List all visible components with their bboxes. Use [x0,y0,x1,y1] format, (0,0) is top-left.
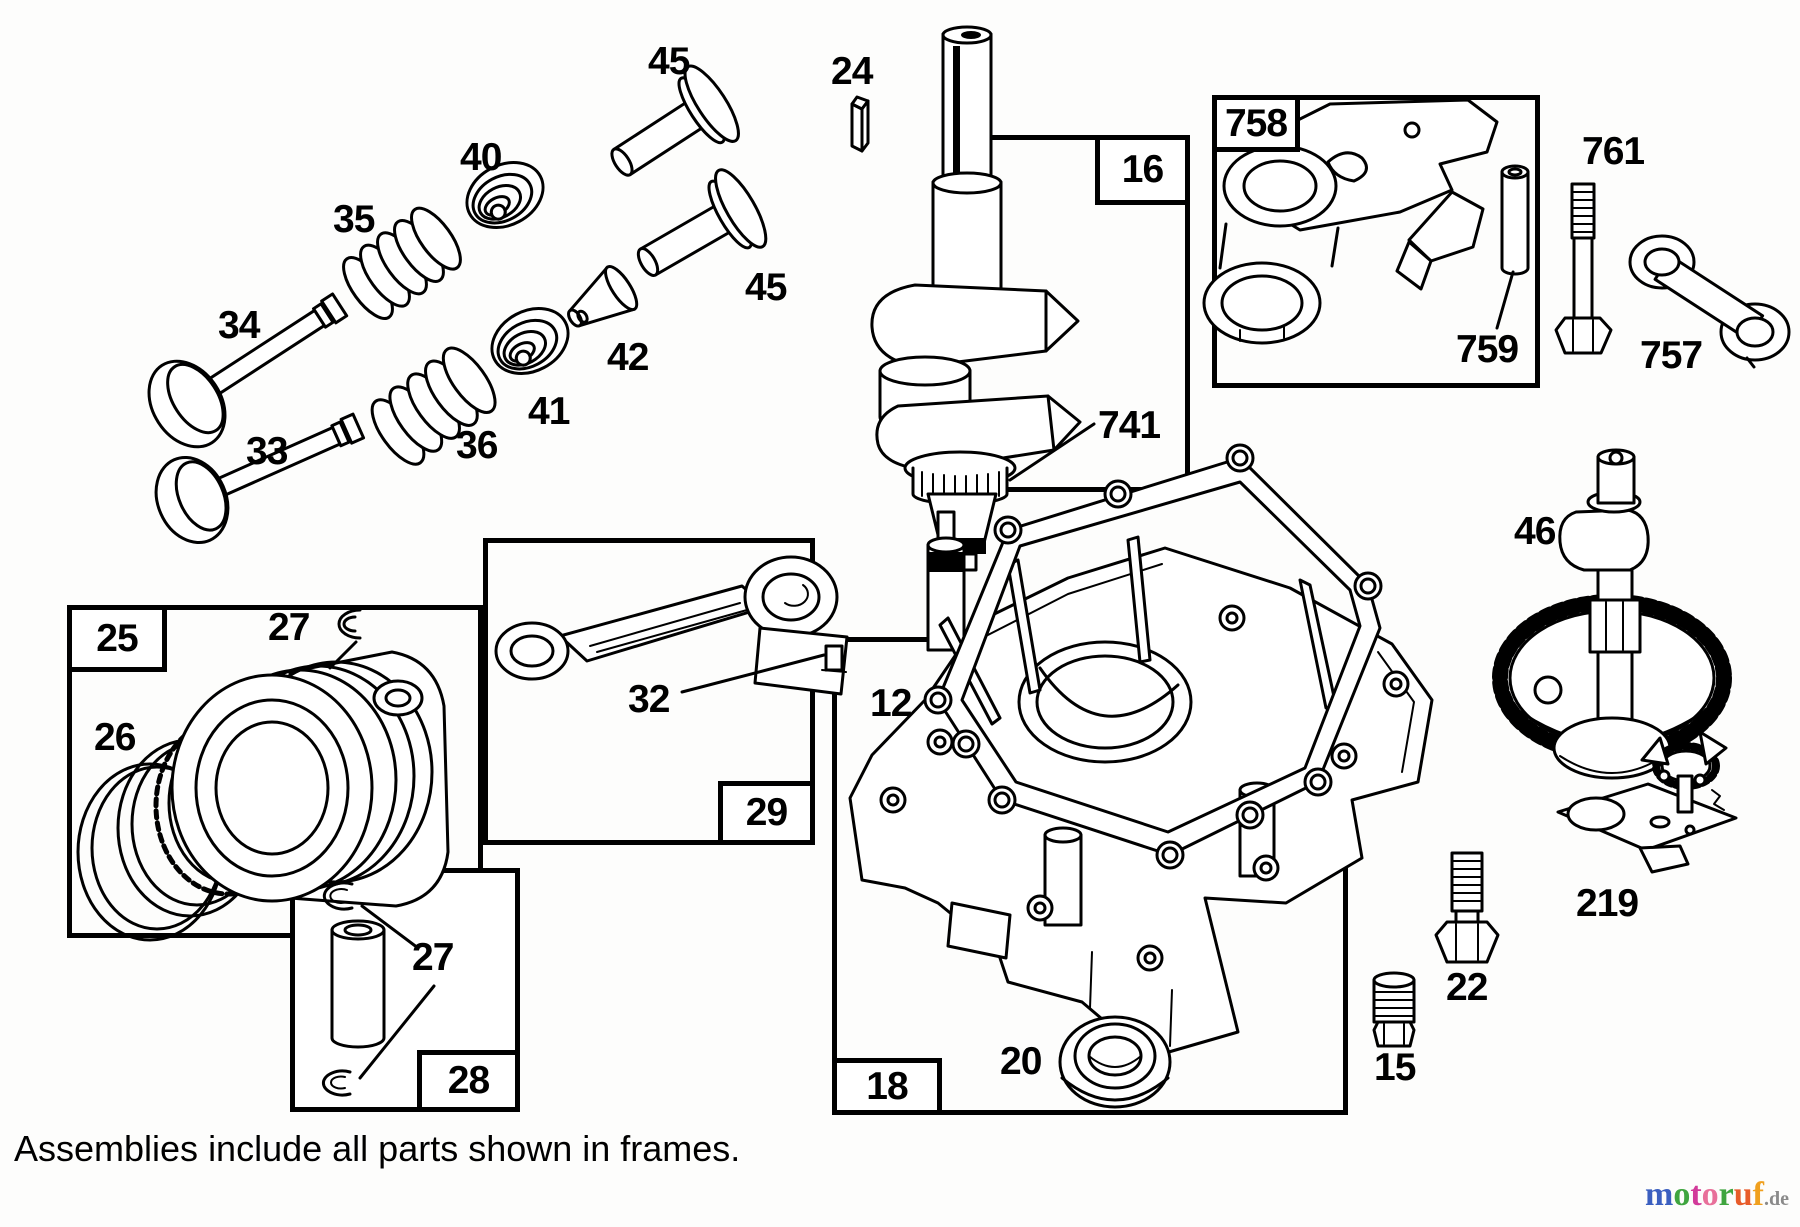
key-24-drawing [850,95,870,153]
part-label-45-top: 45 [648,40,690,83]
piston-pin-drawing [321,881,436,1097]
frame-label-25: 25 [67,605,167,672]
part-label-36: 36 [456,424,498,467]
frame-label-29: 29 [718,781,815,845]
frame-label-28: 28 [417,1050,520,1112]
crankshaft-drawing [870,25,1096,572]
frame-crankshaft-16 [990,135,1190,492]
part-label-22: 22 [1446,966,1488,1009]
caption-note: Assemblies include all parts shown in fr… [14,1128,741,1169]
valve-cap-45a-drawing [610,64,740,177]
frame-bracket-758 [1212,95,1540,388]
part-label-20: 20 [1000,1040,1042,1083]
bracket-758-drawing [1202,98,1530,345]
part-label-41: 41 [528,390,570,433]
crankcase-drawing [848,510,1434,1060]
part-label-46: 46 [1514,510,1556,553]
governor-219-drawing [1556,730,1738,874]
part-label-761: 761 [1582,130,1645,173]
logo-letter: f [1752,1176,1764,1213]
part-label-32: 32 [628,678,670,721]
frame-number: 18 [866,1064,908,1108]
wrist-pin-clip-27a-drawing [328,608,362,670]
frame-number: 28 [447,1059,490,1102]
plug-15-drawing [1372,971,1416,1048]
spring-retainer-40-drawing [465,161,545,229]
oil-seal-20-drawing [1058,1015,1172,1109]
frame-number: 16 [1121,148,1164,191]
logo-letter: m [1645,1176,1674,1213]
valve-spring-35-drawing [342,206,462,320]
gasket-12-drawing [923,443,1383,870]
part-label-34: 34 [218,304,260,347]
motoruf-logo: motoruf.de [1645,1176,1789,1214]
part-label-24: 24 [831,50,873,93]
part-label-35: 35 [333,198,375,241]
part-label-33: 33 [246,430,288,473]
valve-cap-45b-drawing [636,168,768,277]
logo-letter: o [1701,1176,1719,1213]
logo-letter: r [1718,1176,1734,1213]
part-label-15: 15 [1374,1046,1416,1089]
link-757-drawing [1628,234,1791,369]
connecting-rod-drawing [494,555,849,696]
part-label-26: 26 [94,716,136,759]
part-label-40: 40 [460,136,502,179]
frame-number: 25 [96,616,138,660]
valve-spring-36-drawing [370,346,497,466]
frame-label-758: 758 [1212,95,1300,152]
valve-33-drawing [154,412,366,545]
frame-number: 758 [1224,101,1288,145]
part-label-27-bottom: 27 [412,936,454,979]
valve-keeper-42-drawing [567,265,639,328]
spring-retainer-41-drawing [490,307,570,375]
bolt-22-drawing [1434,851,1500,964]
part-label-45-mid: 45 [745,266,787,309]
part-label-12: 12 [870,682,912,725]
part-label-42: 42 [607,336,649,379]
part-label-741: 741 [1098,404,1161,447]
part-label-27-top: 27 [268,606,310,649]
frame-label-16: 16 [1095,135,1190,205]
part-label-759: 759 [1456,328,1519,371]
logo-letter: t [1690,1176,1702,1213]
valve-34-drawing [147,292,349,449]
frame-piston-25 [67,605,483,938]
piston-drawing [170,650,450,908]
bolt-761-drawing [1554,182,1613,355]
frame-label-18: 18 [832,1058,942,1115]
camshaft-46-drawing [1492,448,1732,780]
logo-suffix: .de [1764,1188,1789,1210]
logo-letter: o [1673,1176,1691,1213]
frame-number: 29 [745,791,788,834]
logo-letter: u [1733,1176,1753,1213]
part-label-219: 219 [1576,882,1639,925]
part-label-757: 757 [1640,334,1703,377]
